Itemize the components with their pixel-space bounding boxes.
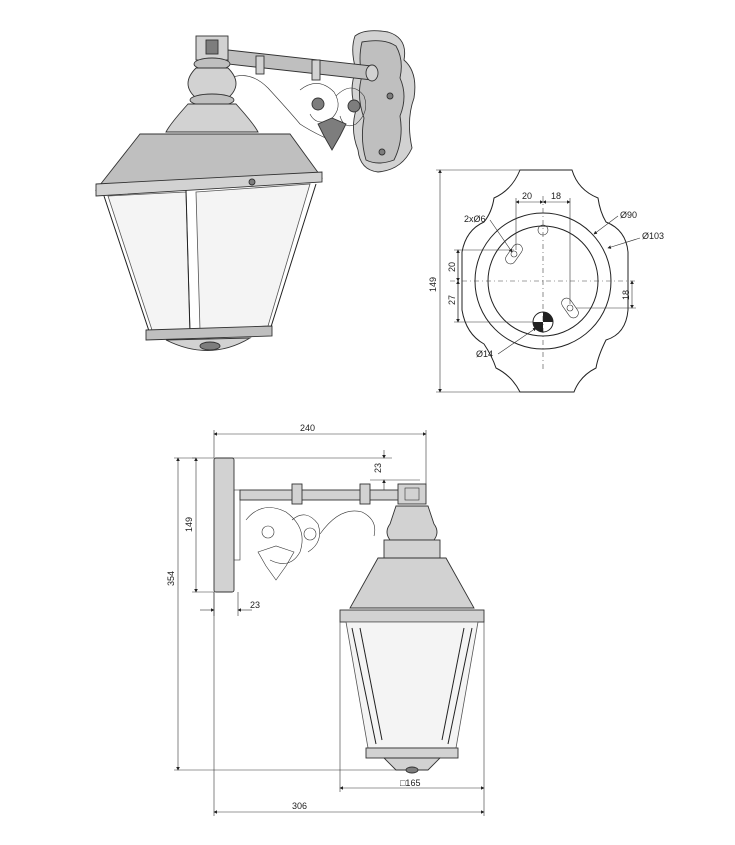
- dim-20-vertical: 20: [447, 262, 457, 272]
- dim-240: 240: [300, 423, 315, 433]
- dim-18-top: 18: [551, 191, 561, 201]
- dim-23-top: 23: [373, 463, 383, 473]
- dim-18-side: 18: [621, 290, 631, 300]
- dim-d14: Ø14: [476, 349, 493, 359]
- dim-23-bottom: 23: [250, 600, 260, 610]
- dim-149: 149: [184, 517, 194, 532]
- dim-27-vertical: 27: [447, 295, 457, 305]
- dim-306: 306: [292, 801, 307, 811]
- dim-20-top: 20: [522, 191, 532, 201]
- isometric-lantern-view: [95, 30, 416, 351]
- dim-165: □165: [400, 778, 420, 788]
- dim-149-overall: 149: [428, 277, 438, 292]
- side-elevation-view: 240 23 149 354 23 □165 306: [166, 423, 485, 816]
- backplate-top-view: 20 18 2xØ6 Ø90 Ø103 20 27 149 18 Ø14: [428, 169, 664, 393]
- dim-2x-d6: 2xØ6: [464, 214, 486, 224]
- dim-d103: Ø103: [642, 231, 664, 241]
- dim-d90: Ø90: [620, 210, 637, 220]
- dim-354: 354: [166, 571, 176, 586]
